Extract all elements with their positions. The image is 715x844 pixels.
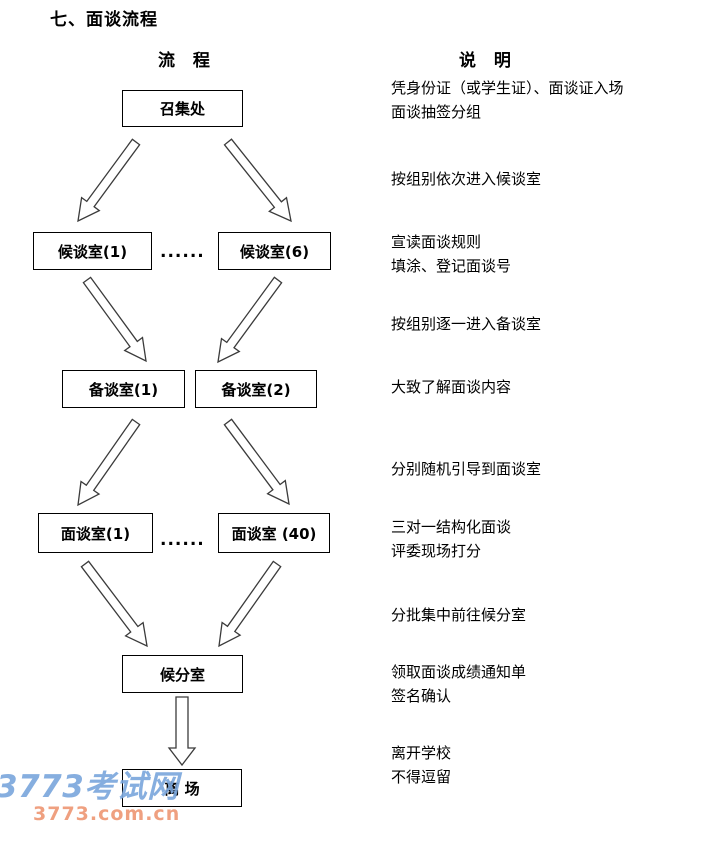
explanation-entry: 分批集中前往候分室 [391, 603, 526, 627]
explanation-line: 填涂、登记面谈号 [391, 257, 512, 275]
arrow-houtanshi1-to-beitanshi1 [82, 276, 147, 363]
watermark-site-name: 3773考试网 [0, 769, 179, 805]
arrow-beitanshi1-to-miantanshi1 [77, 418, 141, 507]
explanation-line: 签名确认 [391, 687, 452, 705]
flow-box-houfenshi: 候分室 [122, 655, 243, 693]
arrow-houtanshi6-to-beitanshi2 [217, 276, 283, 364]
flow-box-beitanshi-2: 备谈室(2) [195, 370, 317, 408]
flow-box-zhaojichu: 召集处 [122, 90, 243, 127]
ellipsis-miantanshi: ...... [160, 530, 205, 550]
explanation-entry: 分别随机引导到面谈室 [391, 457, 541, 481]
flow-box-lichang: 离 场 [122, 769, 242, 807]
arrow-zhaojichu-to-houtanshi6 [223, 138, 292, 223]
explanation-entry: 宣读面谈规则 填涂、登记面谈号 [391, 230, 511, 278]
explanation-line: 领取面谈成绩通知单 [391, 663, 527, 681]
explanation-entry: 按组别逐一进入备谈室 [391, 312, 541, 336]
column-header-process: 流 程 [158, 51, 210, 71]
flow-box-beitanshi-1: 备谈室(1) [62, 370, 185, 408]
arrow-beitanshi2-to-miantanshi40 [223, 418, 290, 506]
explanation-line: 按组别逐一进入备谈室 [391, 315, 542, 333]
explanation-entry: 按组别依次进入候谈室 [391, 167, 541, 191]
explanation-line: 大致了解面谈内容 [391, 378, 512, 396]
explanation-line: 按组别依次进入候谈室 [391, 170, 542, 188]
explanation-entry: 领取面谈成绩通知单 签名确认 [391, 660, 526, 708]
column-header-explanation: 说 明 [459, 51, 511, 71]
arrow-miantanshi40-to-houfenshi [218, 560, 282, 648]
explanation-line: 分批集中前往候分室 [391, 606, 527, 624]
arrow-zhaojichu-to-houtanshi1 [77, 138, 141, 223]
flow-box-miantanshi-1: 面谈室(1) [38, 513, 153, 553]
explanation-line: 分别随机引导到面谈室 [391, 460, 542, 478]
flow-box-houtanshi-1: 候谈室(1) [33, 232, 152, 270]
explanation-entry: 大致了解面谈内容 [391, 375, 511, 399]
explanation-line: 面谈抽签分组 [391, 103, 482, 121]
explanation-line: 不得逗留 [391, 768, 452, 786]
explanation-line: 三对一结构化面谈 [391, 518, 512, 536]
explanation-line: 凭身份证（或学生证）、面谈证入场 [391, 79, 624, 97]
watermark-site-url: 3773.com.cn [33, 803, 181, 825]
explanation-line: 评委现场打分 [391, 542, 482, 560]
explanation-entry: 凭身份证（或学生证）、面谈证入场 面谈抽签分组 [391, 76, 624, 124]
arrow-miantanshi1-to-houfenshi [80, 560, 148, 648]
flow-box-miantanshi-40: 面谈室 (40) [218, 513, 330, 553]
ellipsis-houtanshi: ...... [160, 242, 205, 262]
explanation-entry: 离开学校 不得逗留 [391, 741, 451, 789]
flow-box-houtanshi-6: 候谈室(6) [218, 232, 331, 270]
explanation-entry: 三对一结构化面谈 评委现场打分 [391, 515, 511, 563]
page-title: 七、面谈流程 [50, 10, 158, 30]
arrow-houfenshi-to-lichang [167, 696, 197, 767]
explanation-line: 宣读面谈规则 [391, 233, 482, 251]
explanation-line: 离开学校 [391, 744, 452, 762]
